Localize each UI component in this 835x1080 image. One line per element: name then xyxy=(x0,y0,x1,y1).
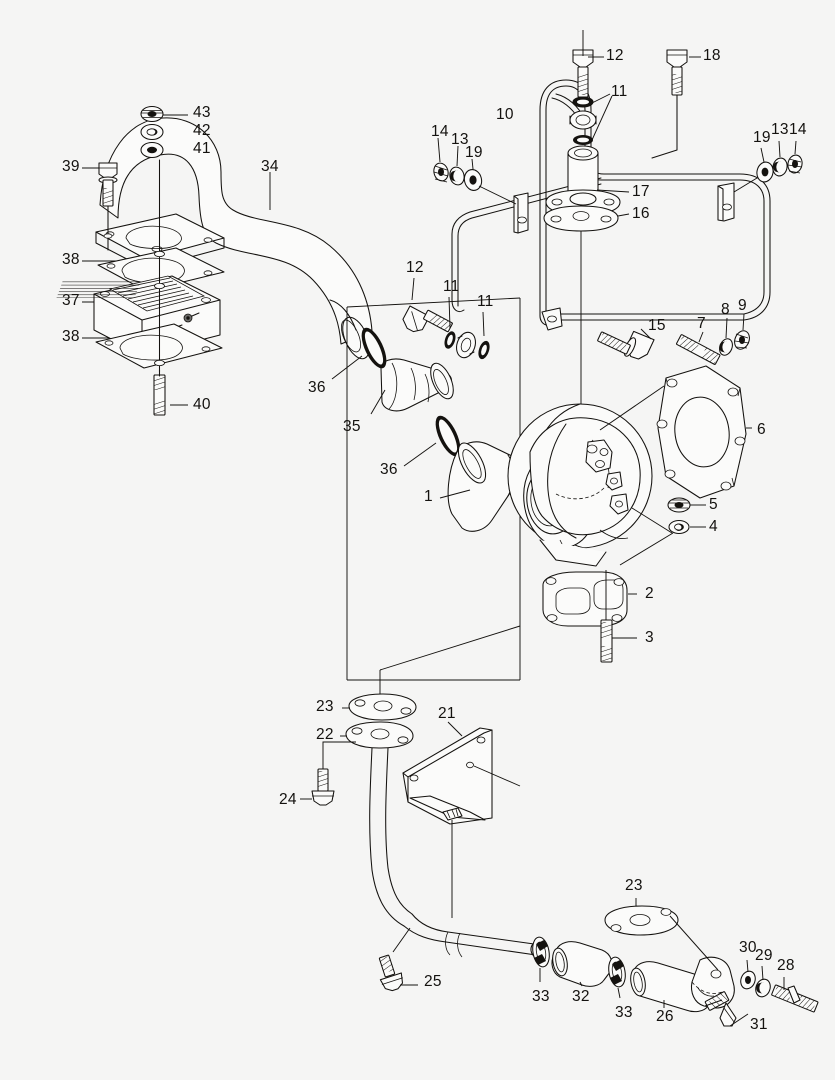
callout-35: 35 xyxy=(343,418,361,435)
gasket-ring-11-c xyxy=(444,331,456,349)
callout-18: 18 xyxy=(703,47,721,64)
callout-9: 9 xyxy=(738,297,747,314)
washer-8 xyxy=(719,338,733,356)
gasket-ring-11-d xyxy=(478,340,490,360)
callout-24: 24 xyxy=(279,791,297,808)
banjo-eye-lower xyxy=(456,331,476,359)
callout-23-lower: 23 xyxy=(625,877,643,894)
gasket-ring-11-b xyxy=(573,135,593,145)
callout-38-upper: 38 xyxy=(62,251,80,268)
callout-29: 29 xyxy=(755,947,773,964)
callout-36-lower: 36 xyxy=(380,461,398,478)
bolt-15 xyxy=(597,330,655,360)
stud-3 xyxy=(600,619,613,663)
callout-12-lower: 12 xyxy=(406,259,424,276)
gasket-ring-11-a xyxy=(572,96,594,108)
callout-36-upper: 36 xyxy=(308,379,326,396)
callout-11-c: 11 xyxy=(477,293,494,310)
callout-33-b: 33 xyxy=(615,1004,633,1021)
callout-3: 3 xyxy=(645,629,654,646)
flange-6 xyxy=(656,365,747,499)
intake-heater-group xyxy=(56,105,373,416)
nut-9 xyxy=(734,330,750,350)
gasket-16 xyxy=(543,205,619,232)
callout-33-a: 33 xyxy=(532,988,550,1005)
bracket-21 xyxy=(402,727,493,825)
o-ring-36-lower xyxy=(435,415,461,457)
washer-stack-right xyxy=(756,154,803,183)
callout-7: 7 xyxy=(697,315,706,332)
banjo-eye xyxy=(569,110,597,130)
callout-13-left: 13 xyxy=(451,131,469,148)
turbocharger-group xyxy=(331,297,752,681)
callout-13-right: 13 xyxy=(771,121,789,138)
callout-39: 39 xyxy=(62,158,80,175)
washer-41 xyxy=(140,141,164,159)
stud-7 xyxy=(676,334,721,365)
callout-2: 2 xyxy=(645,585,654,602)
callout-37: 37 xyxy=(62,292,80,309)
callout-42: 42 xyxy=(193,122,211,139)
stud-40 xyxy=(153,374,166,416)
callout-5: 5 xyxy=(709,496,718,513)
callout-8: 8 xyxy=(721,301,730,318)
oil-feed-pipe-group xyxy=(402,30,803,460)
callout-14-right: 14 xyxy=(789,121,807,138)
bolt-31 xyxy=(704,991,737,1027)
callout-21: 21 xyxy=(438,705,456,722)
callout-25: 25 xyxy=(424,973,442,990)
oil-drain-lower-group xyxy=(378,898,819,1027)
callout-31: 31 xyxy=(750,1016,768,1033)
callout-6: 6 xyxy=(757,421,766,438)
callout-19-right: 19 xyxy=(753,129,771,146)
sleeve-35 xyxy=(380,358,454,412)
nut-5 xyxy=(667,497,691,513)
stud-28 xyxy=(771,984,819,1013)
gasket-2 xyxy=(542,571,628,627)
gasket-23-upper xyxy=(348,693,417,721)
callout-11-a: 11 xyxy=(611,83,628,100)
callout-23-upper: 23 xyxy=(316,698,334,715)
callout-43: 43 xyxy=(193,104,211,121)
callout-10: 10 xyxy=(496,106,514,123)
callout-1: 1 xyxy=(424,488,433,505)
flange-22 xyxy=(345,721,414,749)
washer-stack-left xyxy=(433,162,483,191)
o-ring-36-upper xyxy=(361,327,387,369)
callout-38-lower: 38 xyxy=(62,328,80,345)
callout-40: 40 xyxy=(193,396,211,413)
nut-43 xyxy=(140,105,164,123)
callout-12-top: 12 xyxy=(606,47,624,64)
washer-30 xyxy=(740,970,756,990)
callout-22: 22 xyxy=(316,726,334,743)
callout-26: 26 xyxy=(656,1008,674,1025)
bolt-39 xyxy=(98,162,118,251)
gasket-23-lower xyxy=(604,905,679,936)
washer-4 xyxy=(668,519,690,535)
callout-14-left: 14 xyxy=(431,123,449,140)
bolt-24 xyxy=(311,768,335,806)
clamp-33-b xyxy=(608,956,626,988)
callout-17: 17 xyxy=(632,183,650,200)
callout-4: 4 xyxy=(709,518,718,535)
banjo-bolt-12-lower xyxy=(402,305,453,333)
callout-32: 32 xyxy=(572,988,590,1005)
callout-41: 41 xyxy=(193,140,211,157)
clamp-33-a xyxy=(532,936,550,968)
callout-30: 30 xyxy=(739,939,757,956)
hose-32 xyxy=(551,941,613,987)
bolt-18 xyxy=(651,49,688,159)
washer-29 xyxy=(755,978,771,998)
callout-16: 16 xyxy=(632,205,650,222)
bolt-25 xyxy=(378,954,404,992)
callout-19-left: 19 xyxy=(465,144,483,161)
turbine-inlet-group xyxy=(300,570,637,927)
callout-28: 28 xyxy=(777,957,795,974)
washer-42 xyxy=(140,123,164,141)
callout-11-b: 11 xyxy=(443,278,460,295)
callout-34: 34 xyxy=(261,158,279,175)
callout-15: 15 xyxy=(648,317,666,334)
